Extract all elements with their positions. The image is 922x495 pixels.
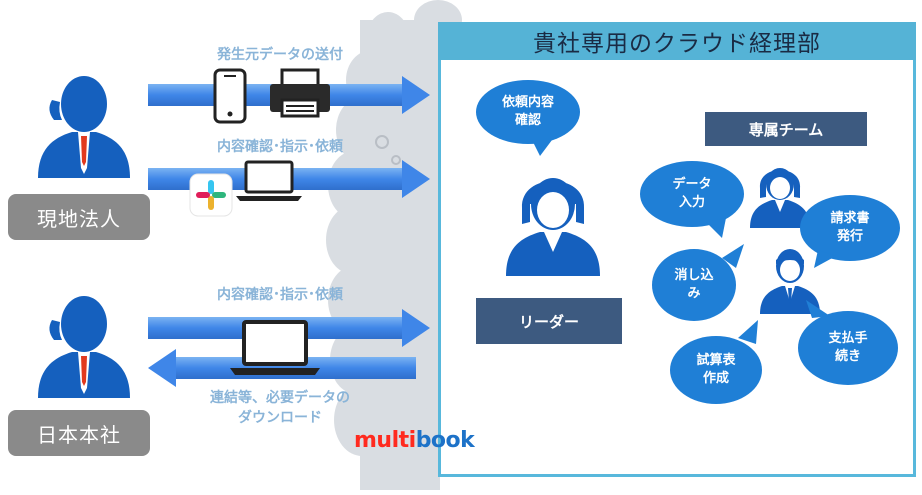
task-data-entry: データ 入力 [672,177,712,210]
bubble-trial-balance [670,320,762,404]
leader-label: リーダー [476,298,622,344]
download-label-line2: ダウンロード [238,410,322,426]
team-member-female-icon [750,168,810,228]
printer-icon [270,68,330,118]
bubble-reconcile [652,244,744,321]
task-trial-balance: 試算表 作成 [696,353,736,386]
local-entity-label: 現地法人 [8,194,150,240]
team-label: 専属チーム [705,112,867,146]
leader-bubble-text: 依頼内容 確認 [501,95,554,128]
send-source-label: 発生元データの送付 [217,47,343,63]
laptop-icon-bottom [230,320,320,375]
bubble-payment [798,300,898,385]
confirm-top-label: 内容確認･指示･依頼 [217,139,343,155]
bubble-invoice [800,195,900,268]
leader-speech-bubble [476,80,580,156]
task-reconcile: 消し込 み [674,268,714,301]
leader-person-icon [506,178,600,276]
panel-title: 貴社専用のクラウド経理部 [438,22,916,60]
download-label-line1: 連結等、必要データの [210,390,350,406]
laptop-icon-top [236,160,302,201]
multibook-logo: multibook [354,428,475,453]
smartphone-icon [213,68,247,124]
slack-icon [189,173,233,217]
logo-part-multi: multi [354,428,416,453]
team-member-male-icon [760,249,820,314]
hq-entity-label: 日本本社 [8,410,150,456]
bubble-data-entry [640,161,744,238]
task-payment: 支払手 続き [828,331,868,364]
task-invoice: 請求書 発行 [830,211,870,244]
download-label: 連結等、必要データの ダウンロード [170,388,390,428]
logo-part-book: book [415,428,475,453]
local-person-icon [38,76,130,178]
hq-person-icon [38,296,130,398]
confirm-bottom-label: 内容確認･指示･依頼 [217,287,343,303]
